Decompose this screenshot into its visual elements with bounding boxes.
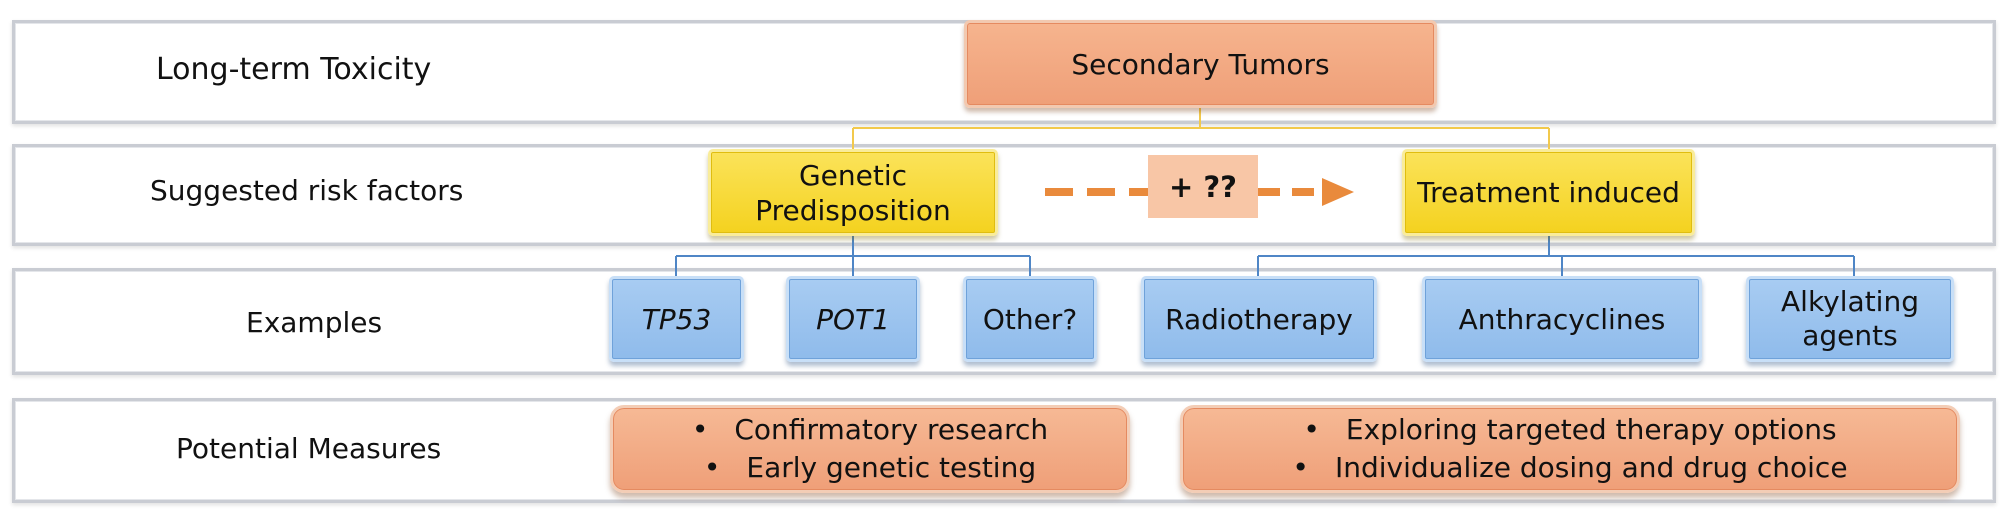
- treatment-measures-box: •Exploring targeted therapy options •Ind…: [1180, 405, 1960, 493]
- anthracyclines-box: Anthracyclines: [1422, 276, 1702, 362]
- measure-item: •Confirmatory research: [692, 411, 1048, 449]
- genetic-line2: Predisposition: [755, 193, 951, 227]
- row-label-examples: Examples: [246, 306, 383, 339]
- tp53-box: TP53: [609, 276, 744, 362]
- other-box: Other?: [963, 276, 1097, 362]
- bullet: •: [703, 451, 721, 484]
- genetic-line1: Genetic: [798, 158, 908, 192]
- row-label-measures: Potential Measures: [176, 432, 442, 465]
- dashed-arrow-head: [1322, 178, 1354, 206]
- alkylating-line2: agents: [1802, 319, 1898, 352]
- measure-item: •Individualize dosing and drug choice: [1292, 449, 1847, 487]
- measure-item: •Exploring targeted therapy options: [1292, 411, 1847, 449]
- pot1-box: POT1: [786, 276, 920, 362]
- alkylating-line1: Alkylating: [1781, 285, 1919, 319]
- genetic-predisposition-box: Genetic Predisposition: [708, 149, 998, 236]
- bullet: •: [691, 413, 709, 447]
- bullet: •: [1292, 451, 1309, 484]
- measure-item: •Early genetic testing: [692, 449, 1048, 487]
- bullet: •: [1303, 413, 1320, 447]
- radiotherapy-box: Radiotherapy: [1141, 276, 1377, 362]
- row-label-toxicity: Long-term Toxicity: [156, 52, 432, 87]
- row-label-risk-factors: Suggested risk factors: [150, 174, 464, 207]
- unknown-factor-box: + ??: [1148, 155, 1258, 218]
- genetic-measures-box: •Confirmatory research •Early genetic te…: [610, 405, 1130, 493]
- treatment-induced-box: Treatment induced: [1402, 149, 1695, 236]
- secondary-tumors-box: Secondary Tumors: [964, 20, 1437, 108]
- alkylating-agents-box: Alkylating agents: [1746, 276, 1954, 362]
